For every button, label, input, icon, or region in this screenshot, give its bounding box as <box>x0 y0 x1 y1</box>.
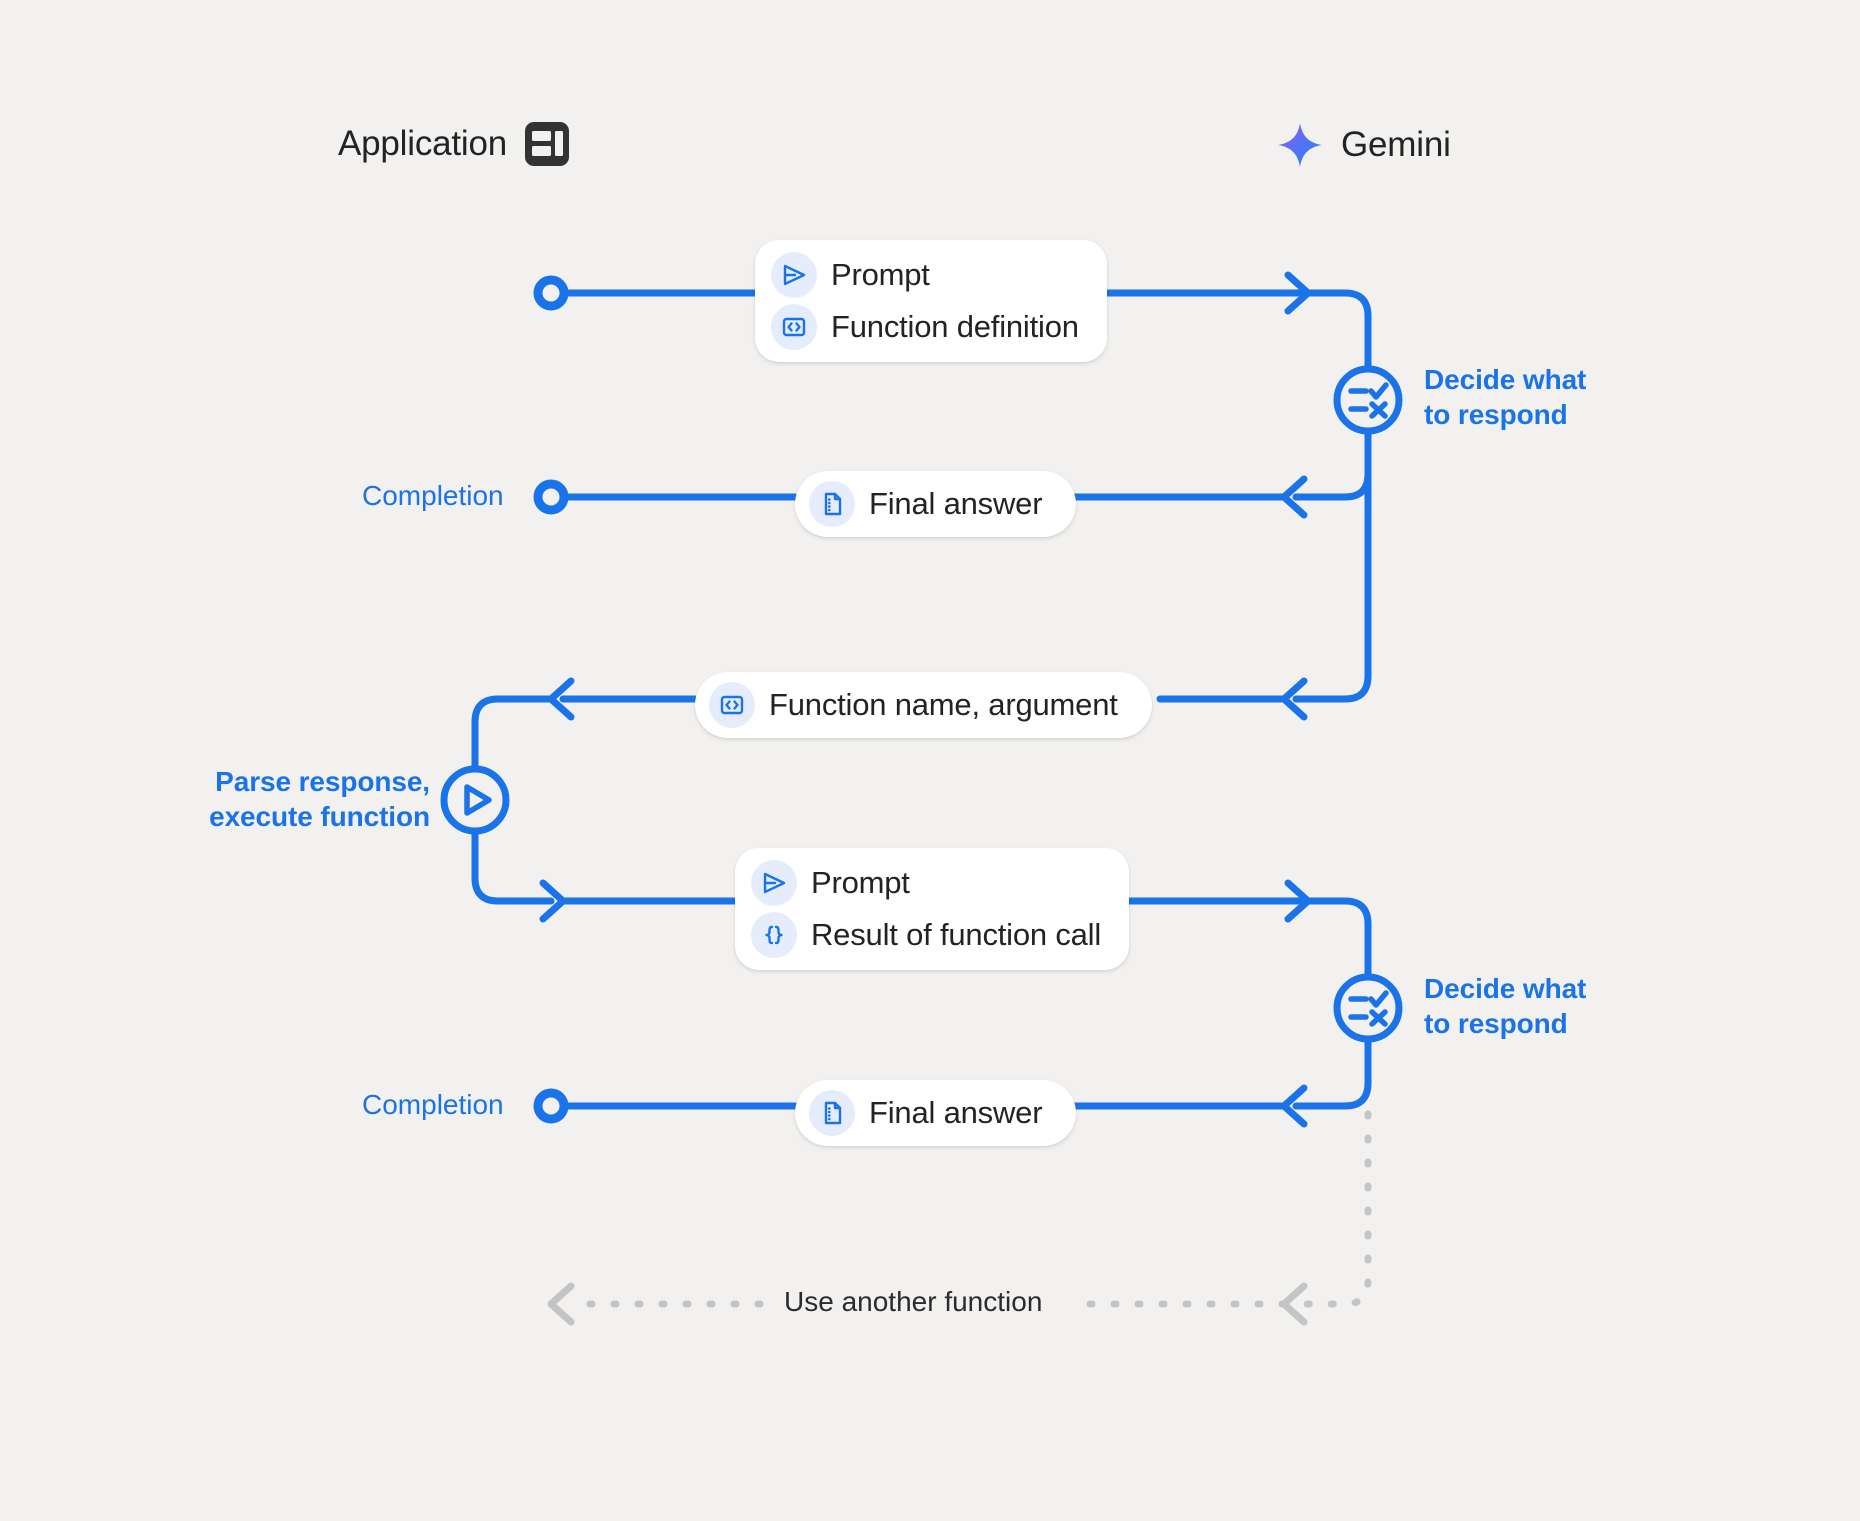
arrowhead-function-call <box>1280 677 1308 721</box>
flow-request-2-elbow <box>1292 897 1372 982</box>
flow-parse-elbow-in <box>471 695 555 774</box>
origin-dot-2 <box>533 479 569 515</box>
bubble-label: Prompt <box>811 865 910 900</box>
arrowhead-loop-application <box>547 1282 575 1326</box>
bubble-label: Function name, argument <box>769 687 1118 722</box>
lane-header-application: Application <box>338 122 570 166</box>
flow-parse-elbow-out <box>471 827 555 905</box>
message-bubble-final-answer-1: Final answer <box>795 471 1077 537</box>
annotation-decide-1: Decide what to respond <box>1424 364 1587 430</box>
decision-circle-2 <box>1333 973 1403 1043</box>
bubble-row-function-name-argument: Function name, argument <box>709 682 1118 728</box>
arrowhead-function-call-app <box>547 677 575 721</box>
bubble-row-function-definition: Function definition <box>771 304 1079 350</box>
curly-braces-icon <box>751 912 797 958</box>
label-completion-2: Completion <box>362 1089 504 1120</box>
play-circle <box>440 765 510 835</box>
bubble-row-result-of-function-call: Result of function call <box>751 912 1101 958</box>
bubble-row-final-answer: Final answer <box>809 1090 1043 1136</box>
label-use-another-function: Use another function <box>770 1286 1057 1318</box>
decision-checklist-icon-2 <box>1348 990 1389 1027</box>
play-triangle-icon <box>464 784 492 816</box>
lane-label-application: Application <box>338 124 508 163</box>
arrowhead-response-2 <box>1280 1084 1308 1128</box>
bubble-row-prompt: Prompt <box>751 860 1101 906</box>
bubble-row-prompt: Prompt <box>771 252 1079 298</box>
message-bubble-request-1: Prompt Function definition <box>755 240 1107 362</box>
send-prompt-icon <box>771 252 817 298</box>
bubble-row-final-answer: Final answer <box>809 481 1043 527</box>
bubble-label: Prompt <box>831 257 930 292</box>
flow-response-1-stem <box>1292 427 1372 501</box>
label-completion-1: Completion <box>362 480 504 511</box>
annotation-parse-execute: Parse response, execute function <box>209 766 430 832</box>
code-brackets-icon <box>771 304 817 350</box>
bubble-label: Final answer <box>869 1095 1043 1130</box>
lane-header-gemini: Gemini <box>1277 122 1451 168</box>
send-prompt-icon <box>751 860 797 906</box>
arrowhead-request-1 <box>1284 271 1312 315</box>
flow-loop-vertical <box>1292 1110 1372 1308</box>
origin-dot-1 <box>533 275 569 311</box>
message-bubble-function-call: Function name, argument <box>695 672 1152 738</box>
lane-label-gemini: Gemini <box>1341 125 1451 164</box>
arrowhead-request-2-app <box>539 879 567 923</box>
annotation-decide-2: Decide what to respond <box>1424 973 1587 1039</box>
flow-response-2-stem <box>1292 1035 1372 1110</box>
bubble-label: Function definition <box>831 309 1079 344</box>
arrowhead-response-1 <box>1280 475 1308 519</box>
bubble-label: Result of function call <box>811 917 1102 952</box>
bubble-label: Final answer <box>869 486 1043 521</box>
flow-function-call-stem <box>1292 427 1372 703</box>
origin-dot-3 <box>533 1088 569 1124</box>
flow-request-1-elbow <box>1292 289 1372 374</box>
message-bubble-final-answer-2: Final answer <box>795 1080 1077 1146</box>
gemini-sparkle-icon <box>1278 123 1322 167</box>
arrowhead-loop-gemini <box>1280 1282 1308 1326</box>
document-icon <box>809 1090 855 1136</box>
code-brackets-icon <box>709 682 755 728</box>
decision-circle-1 <box>1333 365 1403 435</box>
arrowhead-request-2 <box>1284 879 1312 923</box>
message-bubble-request-2: Prompt Result of function call <box>735 848 1130 970</box>
document-icon <box>809 481 855 527</box>
decision-checklist-icon-1 <box>1348 382 1389 419</box>
application-window-icon <box>525 122 570 166</box>
